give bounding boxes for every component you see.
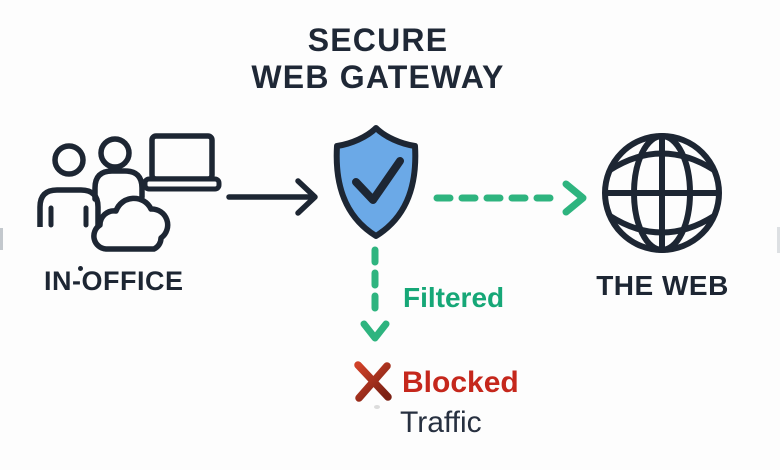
globe-icon: [602, 133, 722, 253]
person-front-icon: [37, 143, 101, 228]
solid-arrow-icon: [226, 178, 318, 216]
right-edge-tick-artifact: [777, 227, 780, 253]
cloud-icon: [91, 195, 171, 252]
left-edge-tick-artifact: [0, 228, 3, 250]
web-label: THE WEB: [596, 270, 729, 301]
office-users-laptop-cloud-icon: [37, 133, 222, 252]
traffic-label: Traffic: [400, 406, 482, 439]
green-dashed-arrow-icon: [433, 180, 587, 216]
diagram-title: SECURE WEB GATEWAY: [0, 22, 756, 96]
shield-check-icon: [333, 125, 419, 239]
hyphen-dot-artifact: [78, 266, 83, 271]
office-label: IN-OFFICE: [44, 266, 184, 296]
dot-artifact: [374, 405, 380, 409]
blocked-label: Blocked: [402, 366, 519, 399]
laptop-icon: [142, 133, 222, 192]
title-line-2: WEB GATEWAY: [251, 59, 505, 95]
office-label-wrap: IN-OFFICE: [44, 266, 184, 297]
title-line-1: SECURE: [307, 22, 449, 58]
filtered-label: Filtered: [403, 282, 505, 313]
green-dashed-down-arrow-icon: [360, 246, 390, 342]
x-mark-icon: [354, 361, 392, 402]
check-mark-icon: [352, 157, 404, 204]
person-back-icon: [92, 136, 145, 202]
